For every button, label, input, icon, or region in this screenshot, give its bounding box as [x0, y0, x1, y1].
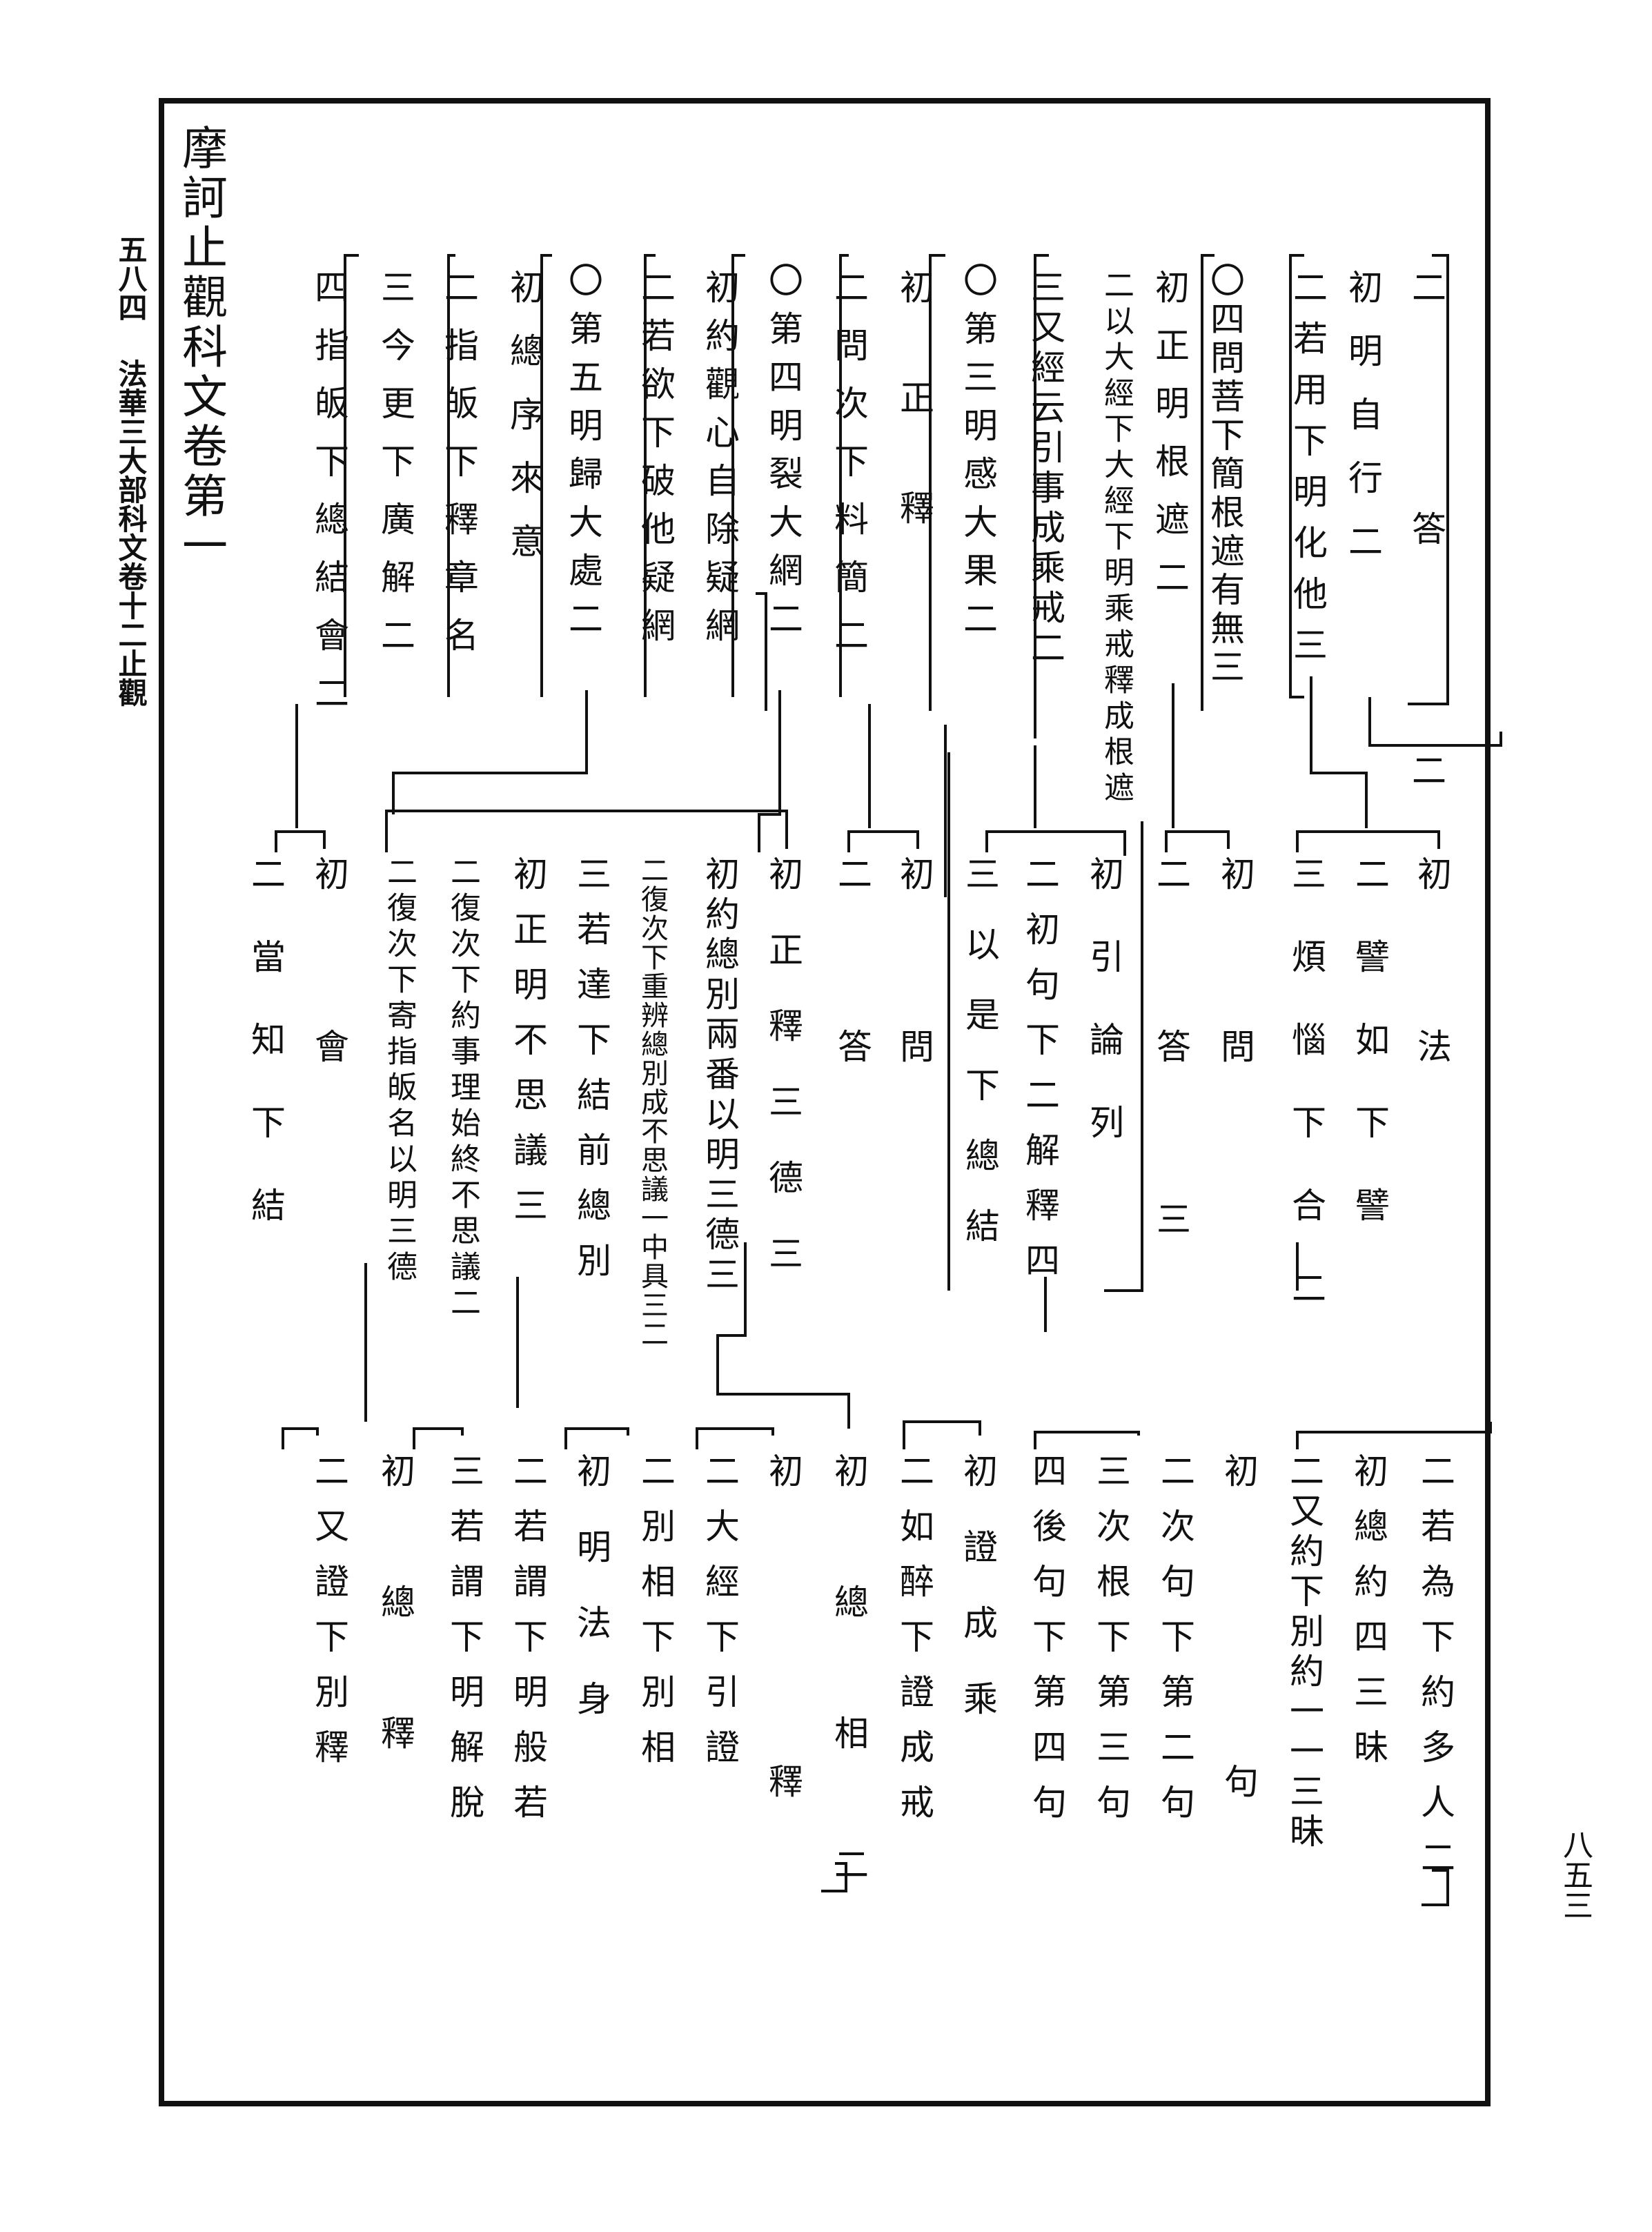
outline-entry: 二若為下約多人二	[1415, 1453, 1455, 1895]
outline-entry: 三若謂下明解脫	[444, 1453, 484, 1839]
outline-entry: 二如醉下證成戒	[894, 1453, 934, 1839]
outline-entry: 二初句下二解釋四	[1020, 856, 1060, 1298]
outline-entry: 初總序來意	[504, 269, 544, 587]
outline-entry: 二答	[832, 856, 872, 1201]
outline-entry: 二大經下引證	[700, 1453, 740, 1784]
outline-entry: 初正釋	[894, 269, 934, 600]
outline-entry: 二又約下別約一一三昧	[1284, 1453, 1324, 1853]
outline-entry: 二復次下寄指皈名以明三德	[382, 856, 417, 1286]
outline-entry: 〇第三明感大果二	[958, 262, 998, 649]
outline-entry: 初引論列	[1084, 856, 1124, 1187]
outline-entry: 二復次下重辨總別成不思議一中具三二	[636, 856, 668, 1349]
outline-entry: 二譬如下譬	[1350, 856, 1390, 1270]
outline-entry: 三若達下結前總別	[571, 856, 611, 1298]
outline-entry: 二若欲下破他疑網	[636, 269, 676, 656]
outline-entry: 初正釋三德三	[763, 856, 803, 1311]
outline-entry: 二若謂下明般若	[508, 1453, 548, 1839]
outline-entry: 三次根下第三句	[1091, 1453, 1131, 1839]
outline-entry: 初釋	[763, 1453, 803, 2074]
outline-entry: 初明自行二	[1343, 269, 1383, 587]
outline-entry: 三煩惱下合二	[1286, 856, 1326, 1353]
outline-entry: 初約總別兩番以明三德三	[700, 856, 740, 1296]
outline-entry: 初會	[309, 856, 349, 1201]
outline-entry: 二答二	[1406, 269, 1446, 994]
outline-entry: 二次句下第二句	[1155, 1453, 1195, 1839]
left-margin-number: 五八四	[114, 235, 148, 322]
outline-entry: 二以大經下大經下明乘戒釋成根遮	[1099, 269, 1134, 807]
outline-entry: 四後句下第四句	[1027, 1453, 1067, 1839]
outline-entry: 二若用下明化他三	[1288, 269, 1328, 678]
outline-entry: 四指皈下總結會二	[309, 269, 349, 733]
page-title: 摩訶止觀科文卷第一	[175, 124, 228, 571]
outline-entry: 初正明根遮二	[1150, 269, 1190, 617]
outline-entry: 二答三	[1151, 856, 1191, 1373]
outline-entry: 初正明不思議三	[508, 856, 548, 1242]
outline-entry: 〇四問菩下簡根遮有無三	[1205, 262, 1245, 687]
outline-entry: 初總相二	[829, 1453, 869, 1977]
outline-entry: 初問	[894, 856, 934, 1201]
outline-entry: 〇第五明歸大處二	[563, 262, 603, 649]
outline-entry: 初法	[1412, 856, 1452, 1201]
outline-entry: 二又證下別釋	[309, 1453, 349, 1784]
outline-entry: 初句	[1219, 1453, 1259, 2074]
page-border-frame	[159, 98, 1491, 2106]
left-margin-book-title: 法華三大部科文卷十二止觀	[114, 359, 148, 707]
outline-entry: 三以是下總結	[960, 856, 1000, 1278]
outline-entry: 二指皈下釋章名	[439, 269, 479, 675]
outline-entry: 初總約四三昧	[1348, 1453, 1388, 1784]
right-page-number: 八五三	[1557, 1829, 1593, 1920]
outline-entry: 初問	[1215, 856, 1255, 1201]
outline-entry: 初證成乘	[958, 1453, 998, 1756]
outline-entry: 初約觀心自除疑網	[700, 269, 740, 656]
outline-entry: 二問次下料簡二	[829, 269, 869, 675]
outline-entry: 初總釋	[375, 1453, 415, 1846]
outline-entry: 二當知下結	[246, 856, 286, 1270]
outline-entry: 初明法身	[571, 1453, 611, 1756]
outline-entry: 三今更下廣解二	[375, 269, 415, 675]
outline-entry: 二別相下別相	[636, 1453, 676, 1784]
outline-entry: 二復次下約事理始終不思議二	[445, 856, 480, 1322]
outline-entry: 三又經云引事成乘戒二	[1025, 269, 1065, 669]
outline-entry: 〇第四明裂大網二	[763, 262, 803, 649]
